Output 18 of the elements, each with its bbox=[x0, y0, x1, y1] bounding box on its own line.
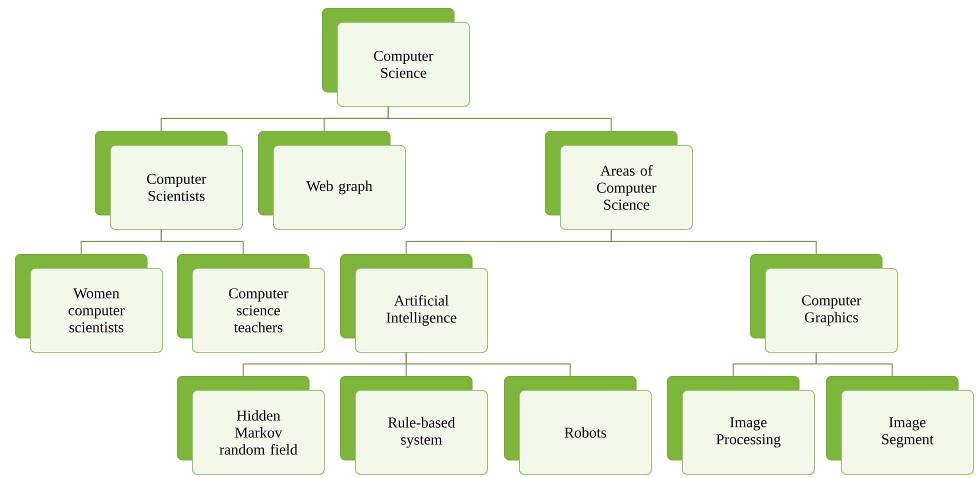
node-box: Web graph bbox=[258, 131, 406, 230]
node-box: Image Processing bbox=[667, 376, 815, 475]
node-box: Robots bbox=[504, 376, 652, 475]
node-box: Hidden Markov random field bbox=[177, 376, 325, 475]
connector-line bbox=[610, 230, 817, 254]
connector-line bbox=[816, 352, 893, 376]
node-box: Computer Graphics bbox=[750, 254, 898, 353]
node-box: Rule-based system bbox=[340, 376, 488, 475]
connector-line bbox=[406, 352, 571, 376]
connector-line bbox=[160, 230, 244, 254]
connector-line bbox=[388, 106, 612, 131]
node-box: Computer science teachers bbox=[177, 254, 325, 353]
node-box: Image Segment bbox=[826, 376, 974, 475]
node-box: Computer Science bbox=[322, 8, 470, 107]
node-box: Women computer scientists bbox=[15, 254, 163, 353]
node-box: Artificial Intelligence bbox=[340, 254, 488, 353]
node-box: Areas of Computer Science bbox=[545, 131, 693, 230]
node-box: Computer Scientists bbox=[95, 131, 243, 230]
